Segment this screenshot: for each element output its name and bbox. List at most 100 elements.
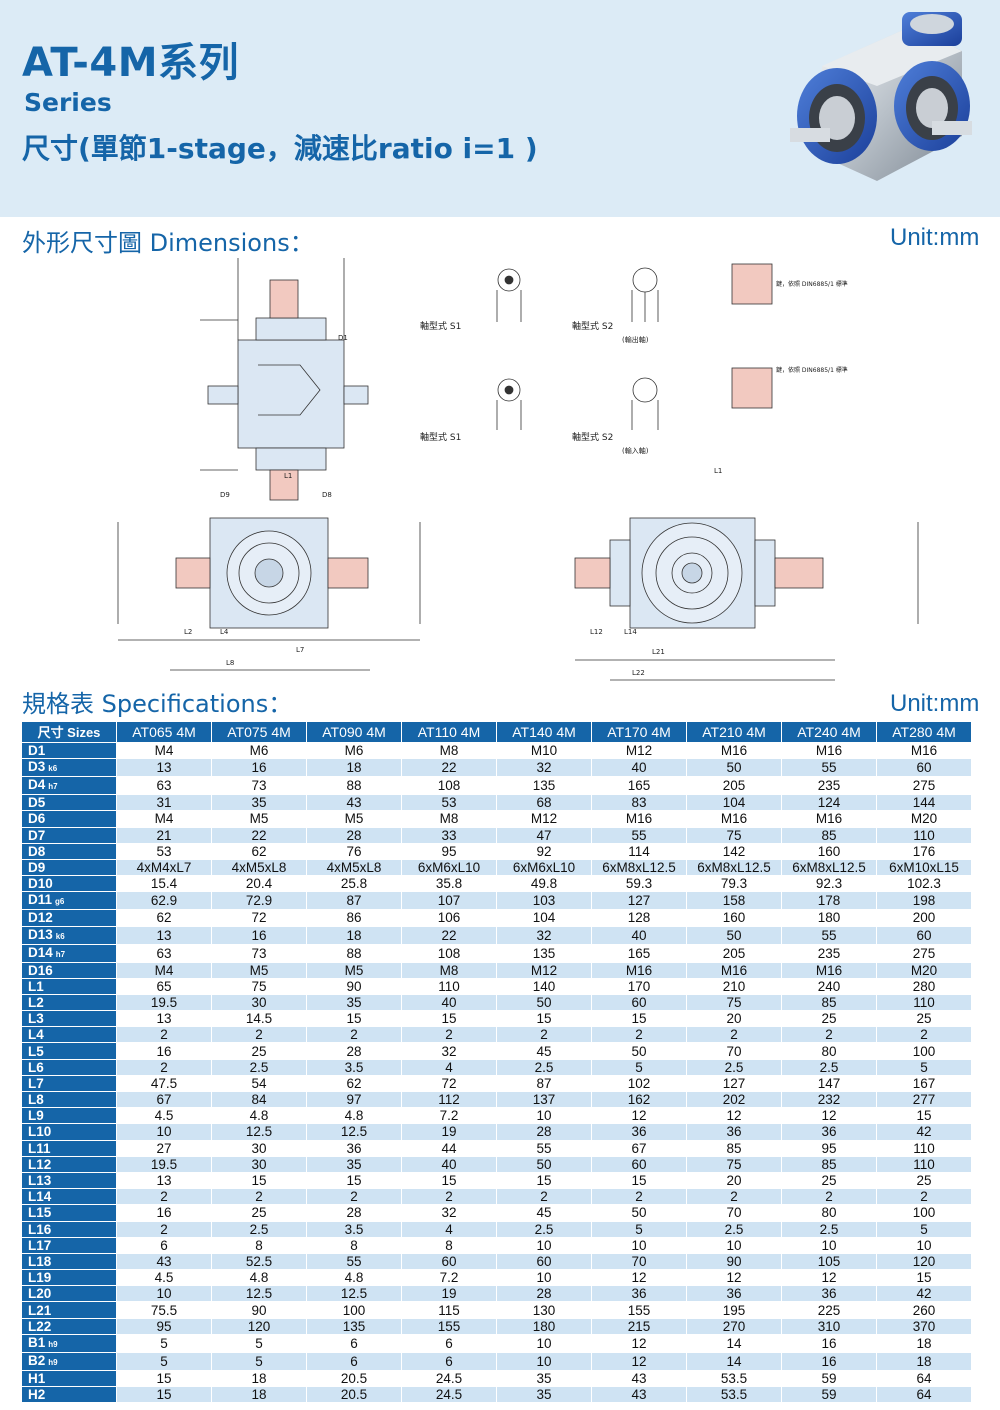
table-cell: 19.5 (116, 1155, 212, 1173)
row-label-name: L6 (28, 1059, 44, 1075)
row-label-name: L10 (28, 1124, 52, 1140)
row-label: L12 (21, 1155, 117, 1173)
table-cell: 198 (876, 891, 972, 911)
table-cell: 120 (876, 1252, 972, 1271)
table-cell: 18 (876, 1333, 972, 1353)
table-cell: 162 (591, 1090, 687, 1109)
table-cell: 6xM8xL12.5 (591, 858, 687, 877)
table-cell: 16 (116, 1204, 212, 1222)
table-cell: 8 (306, 1236, 402, 1254)
table-cell: 128 (591, 909, 687, 927)
table-cell: 80 (781, 1204, 877, 1222)
series-subtitle: Series (24, 88, 112, 117)
table-cell: M5 (306, 810, 402, 828)
table-cell: 92 (496, 842, 592, 860)
table-cell: 205 (686, 776, 782, 796)
table-cell: 12 (781, 1269, 877, 1287)
table-cell: 2.5 (686, 1058, 782, 1076)
row-label-tolerance: k6 (55, 931, 65, 941)
table-cell: 135 (496, 943, 592, 963)
table-cell: 35 (211, 794, 307, 812)
table-cell: 75 (686, 1155, 782, 1173)
table-cell: M12 (591, 741, 687, 760)
row-label-name: D5 (28, 795, 46, 811)
table-cell: 5 (591, 1058, 687, 1076)
row-label: L20 (21, 1285, 117, 1303)
table-cell: 2.5 (686, 1220, 782, 1238)
row-label: D16 (21, 961, 117, 979)
table-cell: 12 (686, 1269, 782, 1287)
table-cell: 10 (496, 1269, 592, 1287)
table-cell: 102 (591, 1074, 687, 1093)
table-cell: 12 (591, 1333, 687, 1353)
table-cell: 20 (686, 1010, 782, 1028)
row-label-name: L21 (28, 1302, 52, 1318)
row-label: D1 (21, 741, 117, 760)
row-label-name: L15 (28, 1205, 52, 1221)
table-cell: 36 (781, 1285, 877, 1303)
row-label-name: L14 (28, 1189, 52, 1205)
table-cell: 6xM6xL10 (496, 858, 592, 877)
row-label-name: D6 (28, 811, 46, 827)
table-cell: 22 (401, 925, 497, 945)
table-cell: 10 (116, 1123, 212, 1141)
table-cell: 2.5 (781, 1058, 877, 1076)
table-cell: 36 (686, 1285, 782, 1303)
table-cell: 72 (211, 909, 307, 927)
table-cell: 53.5 (686, 1369, 782, 1388)
row-label-name: L22 (28, 1318, 52, 1334)
table-cell: 62.9 (116, 891, 212, 911)
table-cell: 60 (876, 925, 972, 945)
table-cell: 50 (591, 1042, 687, 1060)
row-label: L18 (21, 1252, 117, 1271)
table-cell: 4xM5xL8 (306, 858, 402, 877)
row-label: L2 (21, 993, 117, 1012)
row-label: H1 (21, 1369, 117, 1388)
table-cell: 2.5 (211, 1058, 307, 1076)
model-header: AT170 4M (591, 721, 687, 743)
table-cell: 16 (211, 758, 307, 778)
table-cell: 24.5 (401, 1385, 497, 1404)
table-cell: 40 (401, 1155, 497, 1173)
table-cell: 90 (306, 977, 402, 995)
table-cell: 59 (781, 1385, 877, 1404)
table-cell: 85 (686, 1139, 782, 1157)
table-cell: 53 (401, 794, 497, 812)
row-label-tolerance: h9 (48, 1357, 58, 1367)
table-cell: 110 (876, 1155, 972, 1173)
corner-header: 尺寸 Sizes (21, 721, 117, 743)
table-cell: 22 (211, 826, 307, 844)
table-cell: 87 (306, 891, 402, 911)
table-cell: 2 (686, 1026, 782, 1044)
gearbox-product-image (790, 12, 972, 181)
table-cell: 88 (306, 776, 402, 796)
table-cell: 50 (591, 1204, 687, 1222)
table-cell: M16 (781, 961, 877, 979)
label-input-shaft: (輸入軸) (622, 446, 649, 455)
table-cell: 20.4 (211, 875, 307, 893)
table-cell: 2 (116, 1188, 212, 1206)
table-cell: M12 (496, 961, 592, 979)
row-label: L5 (21, 1042, 117, 1060)
table-cell: 110 (876, 993, 972, 1012)
row-label-name: L2 (28, 994, 44, 1010)
model-header: AT240 4M (781, 721, 877, 743)
row-label: D5 (21, 794, 117, 812)
table-cell: 2.5 (496, 1220, 592, 1238)
table-cell: 43 (306, 794, 402, 812)
table-cell: 180 (496, 1317, 592, 1335)
row-label: L11 (21, 1139, 117, 1157)
table-cell: 35 (306, 1155, 402, 1173)
table-cell: M6 (211, 741, 307, 760)
table-cell: 6 (401, 1351, 497, 1371)
table-cell: M16 (781, 741, 877, 760)
table-cell: 235 (781, 776, 877, 796)
row-label-name: D12 (28, 910, 53, 926)
